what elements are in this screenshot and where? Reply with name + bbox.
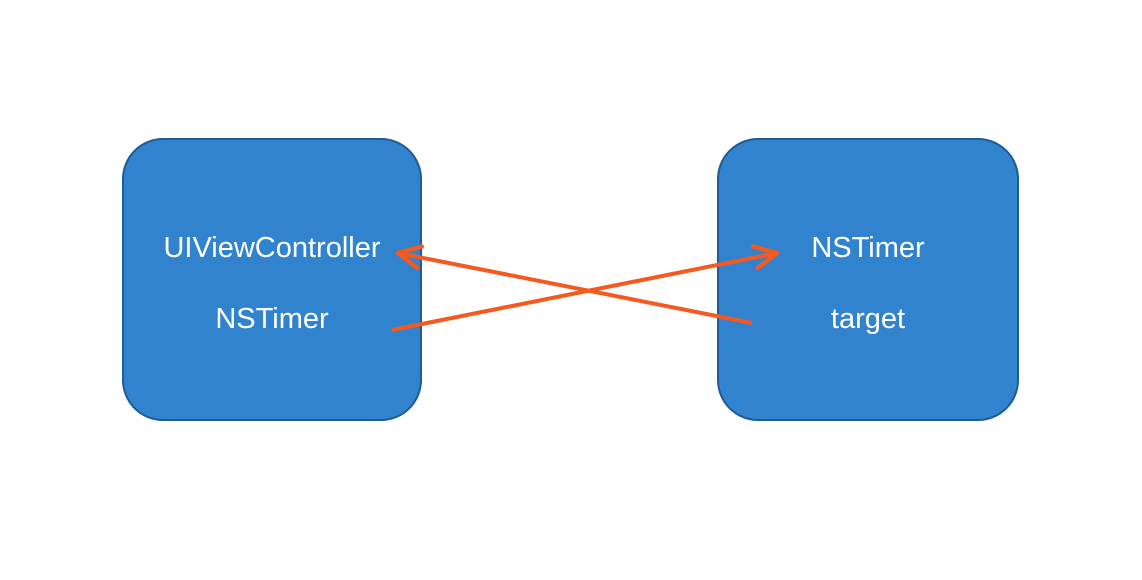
node-label-uiviewcontroller: UIViewController [163, 232, 380, 264]
node-box-nstimer [717, 138, 1019, 421]
edge-target-to-uiviewcontroller [395, 244, 753, 325]
node-box-uiviewcontroller [122, 138, 422, 421]
node-label-left-nstimer: NSTimer [215, 303, 329, 335]
node-label-target: target [831, 303, 905, 335]
node-label-right-nstimer: NSTimer [811, 232, 925, 264]
